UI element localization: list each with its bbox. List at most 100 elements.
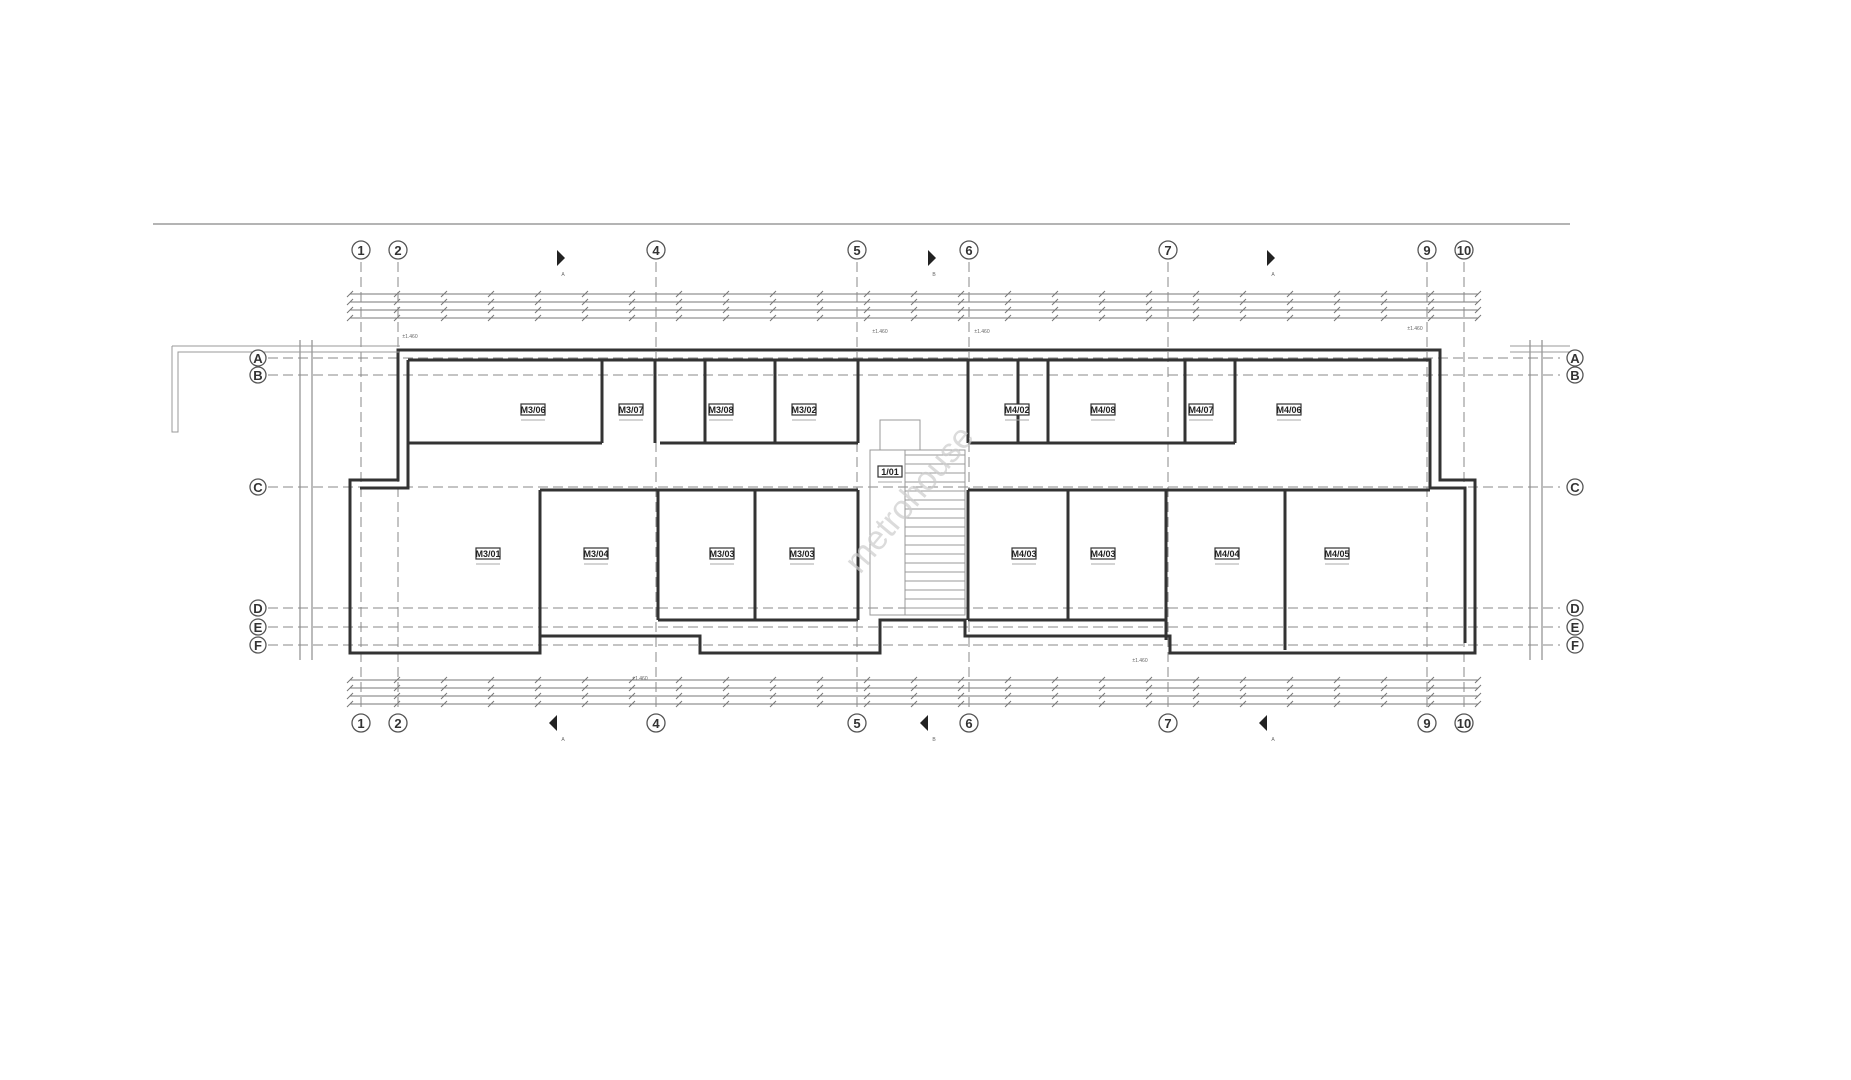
room-label: M3/04 [583,547,609,565]
room-code: M4/04 [1214,549,1239,559]
section-mark: A [1259,715,1275,743]
section-mark-label: A [1271,272,1275,278]
room-label: M4/03 [1011,547,1037,565]
room-label: M3/08 [708,403,734,421]
staircase [869,419,966,616]
room-label: M4/06 [1276,403,1302,421]
column-axis-label: 5 [853,243,860,258]
column-axis-label: 7 [1164,243,1171,258]
row-axis-label: D [253,601,262,616]
column-axis-marker: 4 [646,713,666,733]
column-axis-label: 6 [965,243,972,258]
row-axis-label: E [254,620,263,635]
row-axis-label: F [1571,638,1579,653]
section-mark: B [920,715,936,743]
row-axis-marker: D [249,599,267,617]
room-labels: M3/06 M3/07 M3/08 M3/02 M4/02 M4/08 M4/07 M4/06… [402,326,1422,682]
balcony-outline [171,345,400,433]
column-axis-marker: 7 [1158,240,1178,260]
row-axis-marker: E [249,618,267,636]
column-axis-marker: 10 [1454,713,1474,733]
room-code: M3/08 [708,405,733,415]
column-axis-marker: 6 [959,240,979,260]
row-axis-marker: D [1566,599,1584,617]
room-code: M3/04 [583,549,608,559]
column-axis-label: 4 [652,243,660,258]
row-axis-label: B [1570,368,1579,383]
row-axis-label: B [253,368,262,383]
row-axis-label: C [253,480,263,495]
row-axis-marker: F [1566,636,1584,654]
section-mark: B [928,250,936,278]
row-axis-marker: C [249,478,267,496]
column-axis-label: 2 [394,716,401,731]
row-axis-marker: B [1566,366,1584,384]
row-axis-label: F [254,638,262,653]
column-axis-label: 10 [1457,243,1471,258]
column-axis-label: 1 [357,243,364,258]
section-mark-label: B [932,272,936,278]
room-code: M3/03 [789,549,814,559]
room-label: M4/08 [1090,403,1116,421]
column-axis-marker: 5 [847,240,867,260]
room-label: M4/02 [1004,403,1030,421]
room-code: M3/07 [618,405,643,415]
room-code: M3/03 [709,549,734,559]
room-code: 1/01 [881,467,899,477]
elevation-label: ±1.460 [402,334,417,340]
row-axis-marker: A [1566,349,1584,367]
column-axis-marker: 5 [847,713,867,733]
room-label: M4/07 [1188,403,1214,421]
column-axis-marker: 1 [351,713,371,733]
column-axis-marker: 7 [1158,713,1178,733]
column-axis-label: 6 [965,716,972,731]
column-axis-marker: 2 [388,713,408,733]
row-axis-marker: F [249,636,267,654]
column-axis-label: 4 [652,716,660,731]
column-axis-marker: 4 [646,240,666,260]
column-axis-label: 5 [853,716,860,731]
room-code: M4/05 [1324,549,1349,559]
row-axis-label: C [1570,480,1580,495]
room-code: M4/08 [1090,405,1115,415]
room-label: M3/02 [791,403,817,421]
row-axis-label: A [253,351,263,366]
column-axis-marker: 6 [959,713,979,733]
room-code: M4/07 [1188,405,1213,415]
room-code: M3/06 [520,405,545,415]
elevation-label: ±1.460 [974,329,989,335]
elevation-label: ±1.460 [872,329,887,335]
room-label: M3/01 [475,547,501,565]
section-mark: A [1267,250,1275,278]
row-axis-marker: B [249,366,267,384]
balcony-outline-right [1510,345,1570,353]
column-axis-marker: 9 [1417,713,1437,733]
row-axis-marker: A [249,349,267,367]
column-axis-marker: 2 [388,240,408,260]
column-axis-label: 1 [357,716,364,731]
elevation-label: ±1.460 [1132,658,1147,664]
row-axis-marker: E [1566,618,1584,636]
room-label: 1/01 [877,465,903,483]
column-axis-label: 7 [1164,716,1171,731]
section-mark: A [557,250,565,278]
row-axis-label: E [1571,620,1580,635]
section-mark-label: A [1271,737,1275,743]
dimension-lines [299,290,1543,708]
room-label: M4/04 [1214,547,1240,565]
row-axis-label: A [1570,351,1580,366]
column-axis-marker: 9 [1417,240,1437,260]
section-mark-label: B [932,737,936,743]
column-axis-marker: 1 [351,240,371,260]
room-code: M4/02 [1004,405,1029,415]
column-axis-label: 9 [1423,243,1430,258]
section-mark-label: A [561,737,565,743]
elevation-label: ±1.460 [1407,326,1422,332]
room-code: M4/03 [1090,549,1115,559]
building-walls [348,348,1477,655]
elevation-label: ±1.460 [632,676,647,682]
column-axis-marker: 10 [1454,240,1474,260]
column-axis-label: 9 [1423,716,1430,731]
